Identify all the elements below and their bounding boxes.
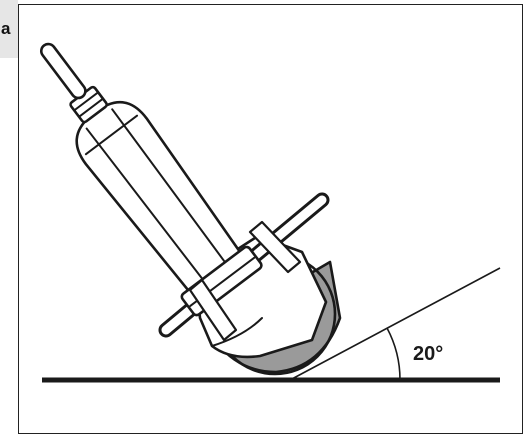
guard-clamp-upper (248, 220, 302, 274)
strain-relief-ring-1 (73, 91, 100, 112)
angle-label: 20° (413, 343, 443, 365)
angle-grinder-icon (39, 42, 342, 376)
strain-relief-ring-2 (78, 97, 104, 118)
motor-body-stripe-2 (111, 108, 230, 269)
motor-body-cap-line (84, 114, 139, 156)
angle-reference-line (289, 267, 501, 381)
guard-clamp-lower (188, 278, 238, 342)
gear-head-line (211, 317, 263, 347)
power-cord (39, 42, 87, 100)
figure-label-tab: a (0, 0, 18, 58)
motor-body-stripe-1 (85, 127, 208, 285)
figure-label: a (1, 19, 11, 38)
angle-arc (386, 327, 401, 381)
